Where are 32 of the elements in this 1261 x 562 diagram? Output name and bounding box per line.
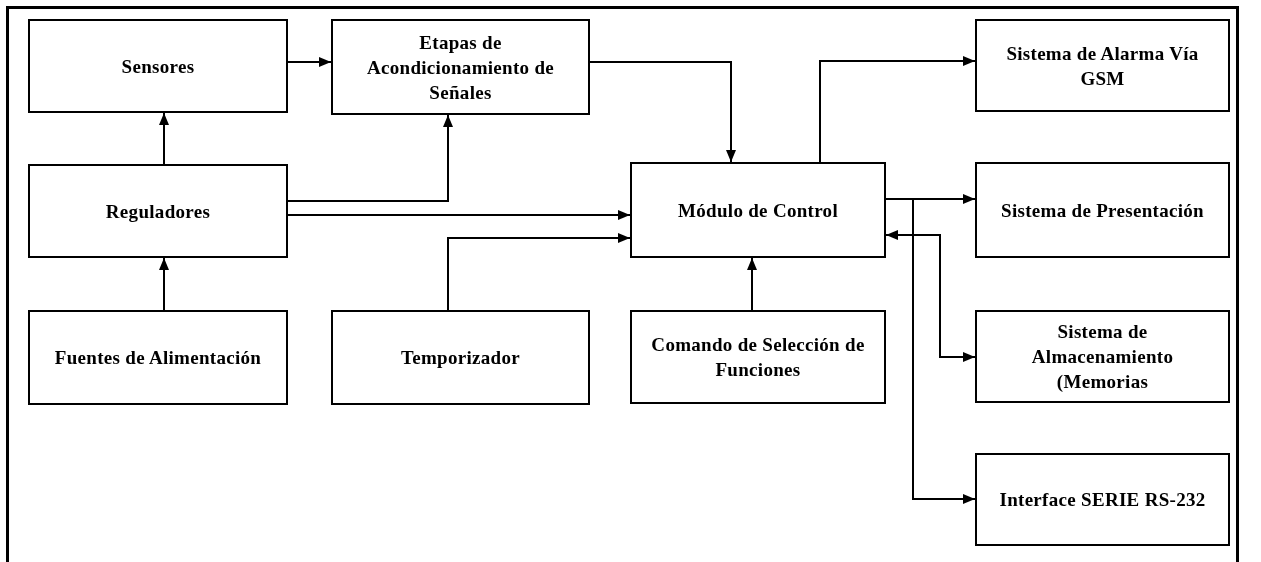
arrow <box>589 61 736 163</box>
box-label: Etapas de Acondicionamiento de Señales <box>366 30 555 105</box>
process-box <box>975 310 1230 403</box>
arrow <box>159 112 169 165</box>
process-box <box>331 19 590 115</box>
process-box <box>630 310 886 404</box>
arrow <box>287 114 453 202</box>
box-label: Sistema de Presentación <box>1001 198 1204 223</box>
box-label: Interface SERIE RS-232 <box>999 488 1206 512</box>
process-box <box>331 310 590 405</box>
box-label: Módulo de Control <box>678 198 838 223</box>
process-box <box>28 164 288 258</box>
box-label: Temporizador <box>401 346 520 370</box>
box-label: Sensores <box>121 54 195 79</box>
arrow <box>159 257 169 311</box>
process-box <box>28 310 288 405</box>
process-box <box>975 162 1230 258</box>
box-label: Comando de Selección de Funciones <box>650 333 866 382</box>
process-box <box>975 453 1230 546</box>
process-box <box>28 19 288 113</box>
box-label: Sistema de Almacenamiento (Memorias <box>1030 320 1175 394</box>
arrow <box>287 57 332 67</box>
arrow <box>747 257 757 311</box>
box-label: Fuentes de Alimentación <box>54 346 262 370</box>
arrow <box>287 210 631 220</box>
process-box <box>975 19 1230 112</box>
box-label: Sistema de Alarma Vía GSM <box>1005 41 1200 91</box>
process-box <box>630 162 886 258</box>
arrow <box>885 230 976 362</box>
arrow <box>819 56 976 163</box>
arrow <box>447 233 631 311</box>
box-label: Reguladores <box>105 199 211 224</box>
